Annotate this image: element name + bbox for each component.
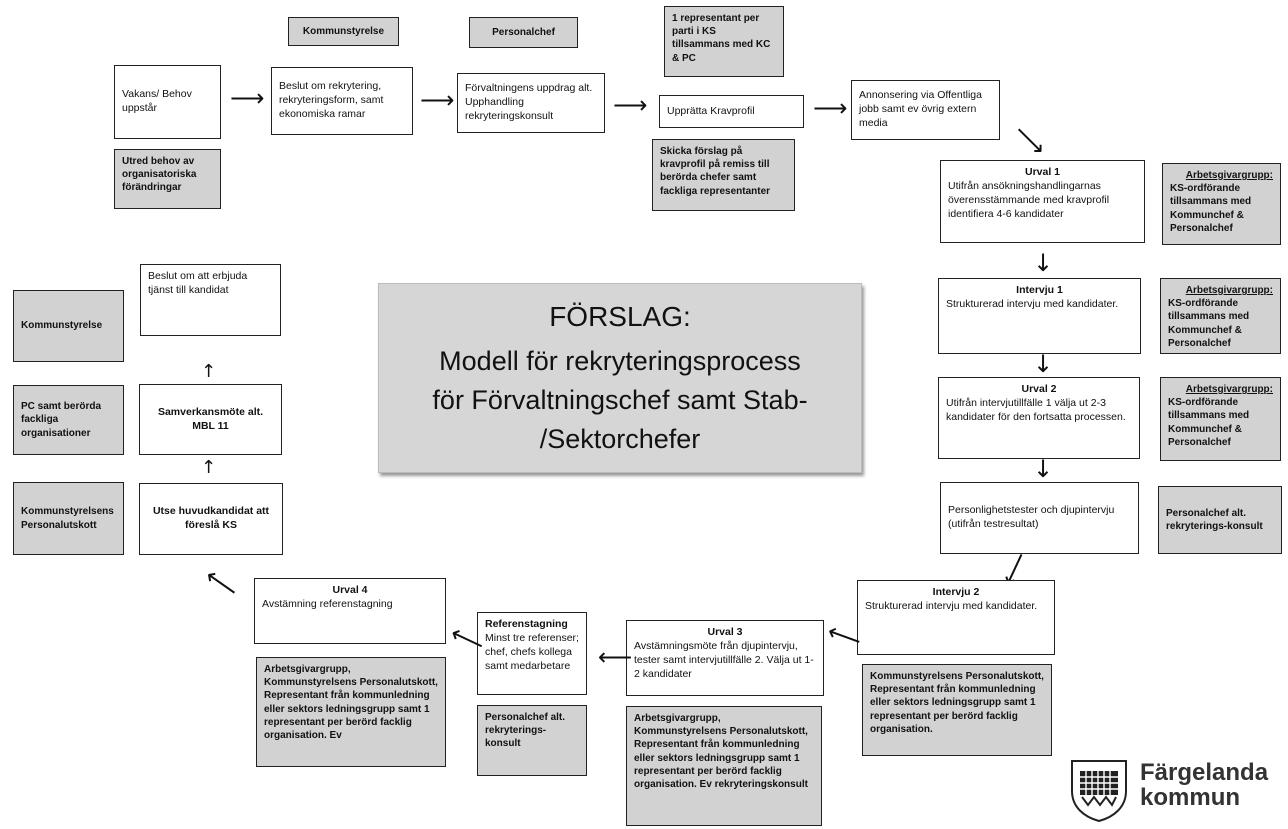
grey-referens-personalchef: Personalchef alt. rekryterings-konsult bbox=[477, 705, 587, 776]
label: Personlighetstester och djupintervju (ut… bbox=[948, 504, 1115, 530]
box-urval-2: Urval 2 Utifrån intervjutillfälle 1 välj… bbox=[938, 377, 1140, 459]
arrow-right-icon: ⟶ bbox=[420, 86, 455, 114]
intervju-2-title: Intervju 2 bbox=[932, 586, 980, 598]
grey-kommunstyrelse-top: Kommunstyrelse bbox=[288, 17, 399, 46]
label: Beslut om rekrytering, rekryteringsform,… bbox=[279, 80, 384, 120]
box-utse-huvudkandidat: Utse huvudkandidat att föreslå KS bbox=[139, 483, 283, 555]
grey-urval-3-deltagare: Arbetsgivargrupp, Kommunstyrelsens Perso… bbox=[626, 706, 822, 826]
grey-personalchef-alt-right: Personalchef alt. rekryterings-konsult bbox=[1158, 486, 1282, 554]
grey-representant: 1 representant per parti i KS tillsamman… bbox=[664, 6, 784, 77]
grey-urval-4-deltagare: Arbetsgivargrupp, Kommunstyrelsens Perso… bbox=[256, 657, 446, 767]
urval-2-title: Urval 2 bbox=[1021, 383, 1057, 395]
label: Beslut om att erbjuda tjänst till kandid… bbox=[148, 270, 248, 296]
logo-text: Färgelanda kommun bbox=[1140, 759, 1269, 812]
box-referenstagning: Referenstagning Minst tre referenser; ch… bbox=[477, 612, 587, 695]
box-beslut-erbjuda: Beslut om att erbjuda tjänst till kandid… bbox=[140, 264, 281, 336]
urval-4-title: Urval 4 bbox=[332, 584, 368, 596]
intervju-1-title: Intervju 1 bbox=[1016, 284, 1063, 296]
label: Personalchef alt. rekryterings-konsult bbox=[1166, 507, 1263, 532]
ag-text: KS-ordförande tillsammans med Kommunchef… bbox=[1168, 397, 1250, 448]
logo-line-2: kommun bbox=[1140, 784, 1241, 812]
intervju-1-text: Strukturerad intervju med kandidater. bbox=[946, 297, 1119, 310]
arrow-down-icon: ↓ bbox=[1033, 249, 1054, 277]
label: Personalchef bbox=[492, 26, 555, 38]
ag-title: Arbetsgivargrupp: bbox=[1185, 384, 1273, 395]
grey-personalchef-top: Personalchef bbox=[469, 17, 578, 48]
ag-text: KS-ordförande tillsammans med Kommunchef… bbox=[1168, 298, 1250, 349]
label: PC samt berörda fackliga organisationer bbox=[21, 401, 102, 439]
referens-text: Minst tre referenser; chef, chefs kolleg… bbox=[485, 631, 579, 672]
urval-2-text: Utifrån intervjutillfälle 1 välja ut 2-3… bbox=[946, 396, 1126, 423]
urval-3-title: Urval 3 bbox=[707, 626, 743, 638]
arrow-left-icon: ⟶ bbox=[598, 644, 633, 672]
label: Arbetsgivargrupp, Kommunstyrelsens Perso… bbox=[264, 664, 438, 741]
urval-4-text: Avstämning referenstagning bbox=[262, 597, 393, 610]
ag-title: Arbetsgivargrupp: bbox=[1185, 285, 1273, 296]
box-urval-3: Urval 3 Avstämningsmöte från djupintervj… bbox=[626, 620, 824, 696]
label: Skicka förslag på kravprofil på remiss t… bbox=[660, 146, 771, 197]
label: Förvaltningens uppdrag alt. Upphandling … bbox=[465, 82, 593, 122]
grey-utred-behov: Utred behov av organisatoriska förändrin… bbox=[114, 149, 221, 209]
arrow-up-icon: ↑ bbox=[201, 361, 217, 382]
arrow-down-icon: ↓ bbox=[1033, 455, 1054, 483]
urval-1-text: Utifrån ansökningshandlingarnas överenss… bbox=[948, 179, 1110, 220]
box-urval-1: Urval 1 Utifrån ansökningshandlingarnas … bbox=[940, 160, 1145, 243]
grey-arbetsgivargrupp-3: Arbetsgivargrupp: KS-ordförande tillsamm… bbox=[1160, 377, 1281, 461]
box-annonsering: Annonsering via Offentliga jobb samt ev … bbox=[851, 80, 1000, 140]
intervju-2-text: Strukturerad intervju med kandidater. bbox=[865, 599, 1038, 612]
label: Annonsering via Offentliga jobb samt ev … bbox=[859, 89, 982, 129]
arrow-right-icon: ⟶ bbox=[613, 91, 648, 119]
arrow-up-left-icon: ⟶ bbox=[199, 562, 244, 606]
arrow-down-icon: ↓ bbox=[1033, 350, 1054, 378]
label: Personalchef alt. rekryterings-konsult bbox=[485, 712, 566, 750]
label: Arbetsgivargrupp, Kommunstyrelsens Perso… bbox=[634, 713, 808, 790]
label: Utse huvudkandidat att föreslå KS bbox=[152, 505, 270, 531]
grey-kommunstyrelse-left: Kommunstyrelse bbox=[13, 290, 124, 362]
grey-arbetsgivargrupp-2: Arbetsgivargrupp: KS-ordförande tillsamm… bbox=[1160, 278, 1281, 354]
label: Upprätta Kravprofil bbox=[667, 104, 755, 117]
arrow-up-icon: ↑ bbox=[201, 457, 217, 478]
ag-text: KS-ordförande tillsammans med Kommunchef… bbox=[1170, 183, 1252, 234]
box-samverkansmote: Samverkansmöte alt. MBL 11 bbox=[139, 384, 282, 455]
title-line-3: /Sektorchefer bbox=[539, 423, 701, 454]
box-personlighetstester: Personlighetstester och djupintervju (ut… bbox=[940, 482, 1139, 554]
label: Kommunstyrelsens Personalutskott, Repres… bbox=[870, 671, 1044, 735]
title-line-1: Modell för rekryteringsprocess bbox=[439, 345, 801, 376]
title-heading: FÖRSLAG: bbox=[549, 300, 691, 332]
grey-pc-fackliga: PC samt berörda fackliga organisationer bbox=[13, 385, 124, 455]
grey-ks-personalutskott: Kommunstyrelsens Personalutskott bbox=[13, 482, 124, 555]
grey-arbetsgivargrupp-1: Arbetsgivargrupp: KS-ordförande tillsamm… bbox=[1162, 163, 1281, 245]
box-beslut-rekrytering: Beslut om rekrytering, rekryteringsform,… bbox=[271, 67, 413, 135]
label: Kommunstyrelse bbox=[302, 25, 385, 37]
arrow-right-icon: ⟶ bbox=[813, 94, 848, 122]
box-urval-4: Urval 4 Avstämning referenstagning bbox=[254, 578, 446, 644]
label: Kommunstyrelsens Personalutskott bbox=[21, 506, 114, 531]
grey-intervju-2-deltagare: Kommunstyrelsens Personalutskott, Repres… bbox=[862, 664, 1052, 756]
box-upprätta-kravprofil: Upprätta Kravprofil bbox=[659, 95, 804, 128]
label: Utred behov av organisatoriska förändrin… bbox=[122, 156, 197, 194]
grey-skicka-forslag: Skicka förslag på kravprofil på remiss t… bbox=[652, 139, 795, 211]
ag-title: Arbetsgivargrupp: bbox=[1185, 170, 1273, 181]
box-forvaltningens-uppdrag: Förvaltningens uppdrag alt. Upphandling … bbox=[457, 73, 605, 133]
arrow-down-right-icon: ⟶ bbox=[1008, 117, 1053, 163]
diagram-title: FÖRSLAG: Modell för rekryteringsprocess … bbox=[378, 283, 862, 473]
arrow-right-icon: ⟶ bbox=[230, 84, 265, 112]
label: 1 representant per parti i KS tillsamman… bbox=[672, 13, 771, 64]
label: Kommunstyrelse bbox=[21, 320, 103, 332]
box-intervju-2: Intervju 2 Strukturerad intervju med kan… bbox=[857, 580, 1055, 655]
logo-line-1: Färgelanda bbox=[1140, 759, 1269, 786]
box-intervju-1: Intervju 1 Strukturerad intervju med kan… bbox=[938, 278, 1141, 354]
urval-3-text: Avstämningsmöte från djupintervju, teste… bbox=[634, 639, 814, 680]
referens-title: Referenstagning bbox=[485, 618, 568, 630]
box-vakans: Vakans/ Behov uppstår bbox=[114, 65, 221, 139]
label: Samverkansmöte alt. MBL 11 bbox=[157, 405, 264, 432]
title-line-2: för Förvaltningschef samt Stab- bbox=[432, 384, 808, 415]
fargelanda-shield-logo bbox=[1071, 760, 1127, 823]
urval-1-title: Urval 1 bbox=[1024, 166, 1061, 178]
label: Vakans/ Behov uppstår bbox=[122, 88, 192, 114]
